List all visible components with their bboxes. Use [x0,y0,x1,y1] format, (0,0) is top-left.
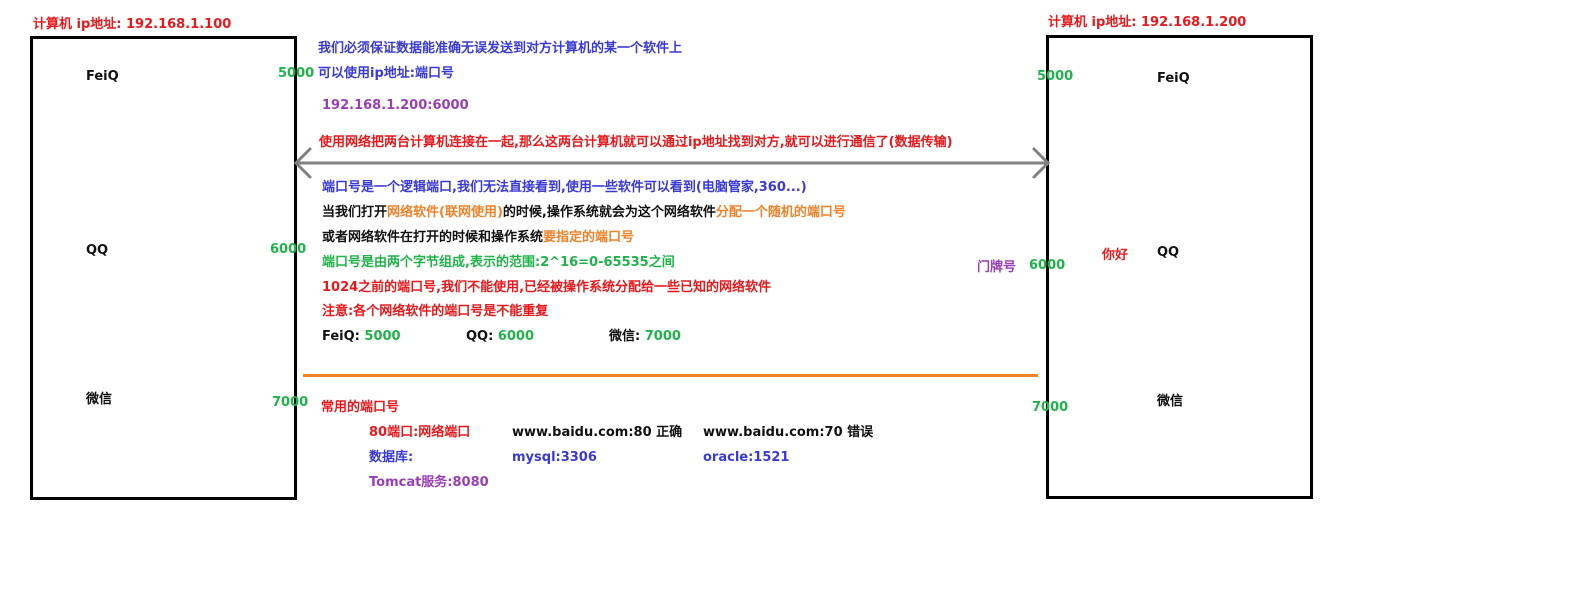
right-port-6000: 6000 [1029,258,1066,273]
port-note-6: 注意:各个网络软件的端口号是不能重复 [322,304,549,319]
port-note-2-part-c: 的时候,操作系统就会为这个网络软件 [502,205,716,220]
common-baidu-wrong: www.baidu.com:70 错误 [703,425,874,440]
note-line-2: 可以使用ip地址:端口号 [318,66,454,81]
left-app-feiq: FeiQ [86,69,119,84]
port-note-5: 1024之前的端口号,我们不能使用,已经被操作系统分配给一些已知的网络软件 [322,280,772,295]
right-app-feiq: FeiQ [1157,71,1190,86]
port-note-2-part-b: 网络软件(联网使用) [387,205,503,220]
port-note-3: 或者网络软件在打开的时候和操作系统要指定的端口号 [322,230,634,246]
common-oracle: oracle:1521 [703,450,790,465]
example-feiq-name: FeiQ: [322,329,360,344]
example-wechat-name: 微信: [609,329,641,344]
left-port-6000: 6000 [270,242,307,257]
left-port-5000: 5000 [278,66,315,81]
right-app-qq: QQ [1157,245,1180,260]
common-tomcat: Tomcat服务:8080 [369,475,489,490]
left-app-qq: QQ [86,243,109,258]
left-computer-box [30,36,297,500]
right-computer-box [1046,35,1313,499]
left-port-7000: 7000 [272,395,309,410]
hello-text: 你好 [1102,248,1129,263]
section-divider [303,374,1038,377]
example-feiq: FeiQ: 5000 [322,329,401,345]
port-note-3-part-b: 要指定的端口号 [543,230,635,245]
port-note-3-part-a: 或者网络软件在打开的时候和操作系统 [322,230,544,245]
left-app-wechat: 微信 [86,392,113,407]
right-port-5000: 5000 [1037,69,1074,84]
network-link-arrow [293,147,1051,179]
example-wechat-port: 7000 [644,329,681,344]
port-note-2-part-a: 当我们打开 [322,205,388,220]
right-computer-title: 计算机 ip地址: 192.168.1.200 [1048,15,1247,30]
note-line-1: 我们必须保证数据能准确无误发送到对方计算机的某一个软件上 [318,41,683,56]
common-mysql: mysql:3306 [512,450,597,465]
example-feiq-port: 5000 [364,329,401,344]
network-connection-text: 使用网络把两台计算机连接在一起,那么这两台计算机就可以通过ip地址找到对方,就可… [319,135,953,150]
common-baidu-correct: www.baidu.com:80 正确 [512,425,683,440]
example-qq-name: QQ: [466,329,494,344]
port-note-1: 端口号是一个逻辑端口,我们无法直接看到,使用一些软件可以看到(电脑管家,360.… [322,180,807,195]
example-qq: QQ: 6000 [466,329,534,345]
left-computer-title: 计算机 ip地址: 192.168.1.100 [33,17,232,32]
note-address-example: 192.168.1.200:6000 [322,98,469,113]
port-note-2-part-d: 分配一个随机的端口号 [715,205,846,220]
port-note-4: 端口号是由两个字节组成,表示的范围:2^16=0-65535之间 [322,255,675,270]
common-database-label: 数据库: [369,450,414,465]
common-port-80: 80端口:网络端口 [369,425,471,440]
example-qq-port: 6000 [497,329,535,344]
example-wechat: 微信: 7000 [609,329,681,345]
right-port-7000: 7000 [1032,400,1069,415]
common-ports-title: 常用的端口号 [321,400,400,415]
port-note-2: 当我们打开网络软件(联网使用)的时候,操作系统就会为这个网络软件分配一个随机的端… [322,205,846,221]
door-number-label: 门牌号 [977,260,1017,275]
right-app-wechat: 微信 [1157,394,1184,409]
